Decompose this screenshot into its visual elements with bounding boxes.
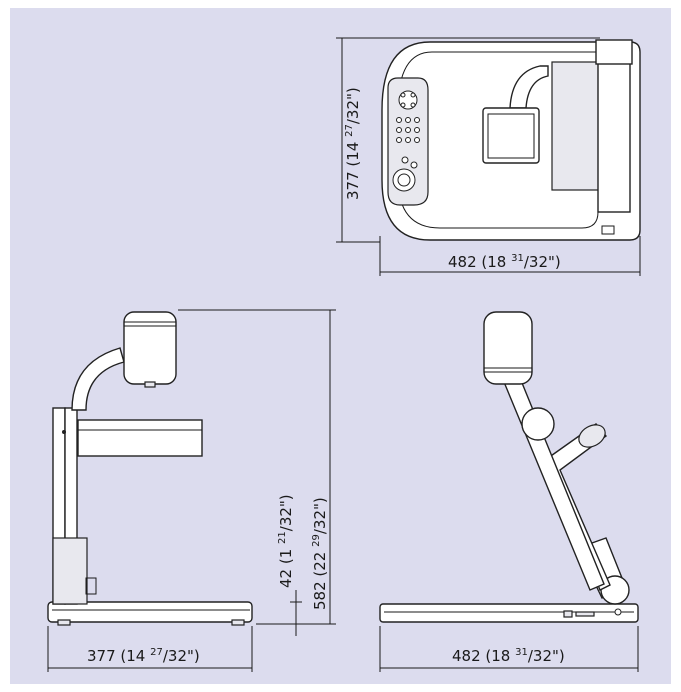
front-view-dimensions [47,309,336,672]
front-view-width-label: 377 (14 27/32") [87,647,200,665]
top-view-width-label: 482 (18 31/32") [448,253,561,271]
top-view-height-label: 377 (14 27/32") [344,87,362,200]
top-view [381,39,641,241]
side-view-width-label: 482 (18 31/32") [452,647,565,665]
front-view-height-label: 582 (22 29/32") [311,497,329,610]
front-view [47,311,253,626]
top-view-dimensions [336,37,641,276]
side-view [379,311,639,623]
front-view-base-label: 42 (1 21/32") [277,494,295,588]
control-buttons [392,90,420,192]
side-view-dimensions [379,626,639,672]
